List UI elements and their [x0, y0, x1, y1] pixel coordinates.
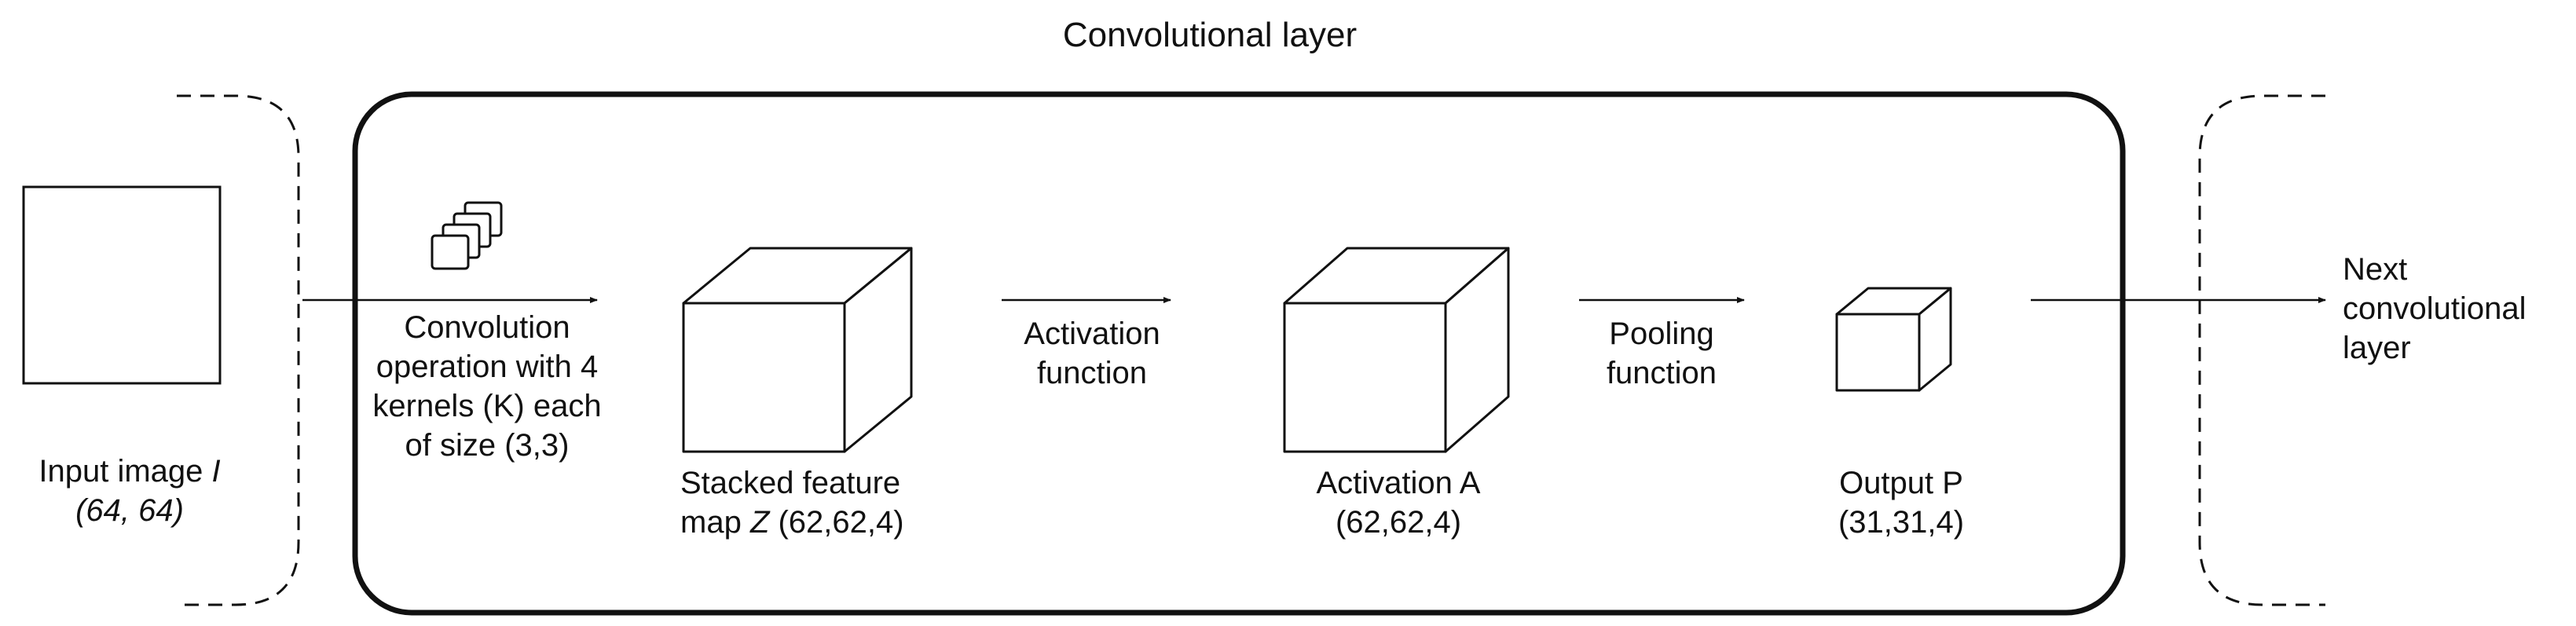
activation-cube: [1283, 247, 1510, 453]
feature-map-label: Stacked feature map Z (62,62,4): [680, 466, 904, 540]
conv-layer-box: [352, 91, 2126, 616]
pooling-step-label: Pooling function: [1606, 317, 1717, 390]
feature-map-cube: [682, 247, 913, 453]
activation-label: Activation A (62,62,4): [1316, 466, 1481, 540]
next-layer-dashed-bracket: [2198, 94, 2325, 606]
input-image-label: Input image I (64, 64): [38, 454, 221, 528]
next-layer-label: Next convolutional layer: [2343, 252, 2527, 365]
diagram-title: Convolutional layer: [1062, 16, 1358, 54]
input-dashed-bracket: [177, 94, 300, 606]
output-cube: [1835, 287, 1952, 392]
output-label: Output P (31,31,4): [1838, 466, 1965, 540]
input-image-square: [22, 185, 222, 385]
convolution-step-label: Convolution operation with 4 kernels (K)…: [372, 310, 602, 463]
activation-step-label: Activation function: [1024, 317, 1160, 390]
kernel-stack-icon: [431, 201, 503, 270]
